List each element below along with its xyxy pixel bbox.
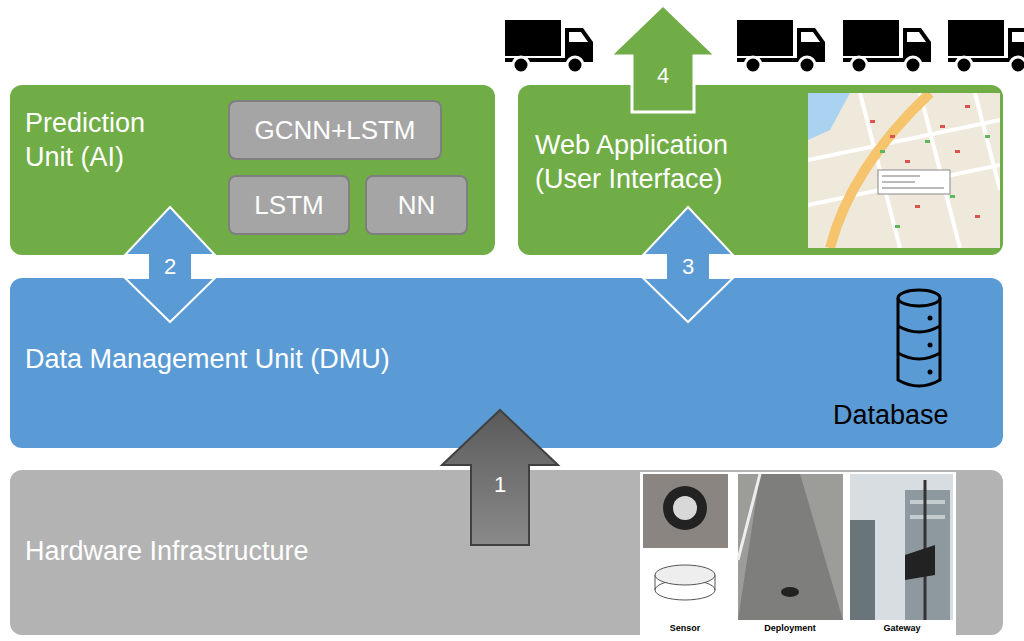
text-slot: Web Application (User Interface)	[535, 129, 795, 197]
map-screenshot	[808, 93, 1000, 248]
text-slot: Deployment	[764, 624, 816, 633]
hardware-photos	[640, 472, 956, 636]
node-title: Hardware Infrastructure	[25, 536, 309, 567]
output-arrow	[610, 5, 716, 112]
photo-caption: Gateway	[883, 624, 920, 633]
node-title: NN	[398, 190, 436, 221]
model-box: LSTM	[228, 175, 350, 235]
node-title: Data Management Unit (DMU)	[25, 344, 390, 375]
node-title: GCNN+LSTM	[254, 115, 415, 146]
callout-number: 2	[164, 256, 176, 278]
text-slot: Data Management Unit (DMU)	[25, 344, 390, 375]
text-slot: Hardware Infrastructure	[25, 536, 309, 567]
block-arrow	[125, 207, 215, 322]
photo-caption: Sensor	[670, 624, 701, 633]
callout-number: 4	[657, 65, 669, 87]
text-slot: 3	[682, 256, 694, 278]
text-slot: 1	[494, 474, 506, 496]
text-slot: Prediction Unit (AI)	[25, 107, 145, 175]
block-arrow	[643, 207, 733, 322]
model-box: GCNN+LSTM	[228, 100, 442, 160]
block-arrow	[442, 410, 558, 545]
node-title: Web Application (User Interface)	[535, 129, 795, 197]
text-slot: Sensor	[670, 624, 701, 633]
model-box: NN	[365, 175, 468, 235]
text-slot: Database	[833, 400, 949, 431]
database-icon	[898, 290, 940, 386]
node-title: LSTM	[254, 190, 323, 221]
unit-box: Prediction Unit (AI) GCNN+LSTM LSTM NN	[10, 85, 495, 255]
photo-caption: Deployment	[764, 624, 816, 633]
text-slot: 2	[164, 256, 176, 278]
text-slot: 4	[657, 65, 669, 87]
text-slot: Gateway	[883, 624, 920, 633]
callout-number: 1	[494, 474, 506, 496]
node-label: Database	[833, 400, 949, 431]
callout-number: 3	[682, 256, 694, 278]
node-title: Prediction Unit (AI)	[25, 107, 145, 175]
database-dots	[928, 316, 933, 375]
truck-icons	[505, 20, 1024, 73]
